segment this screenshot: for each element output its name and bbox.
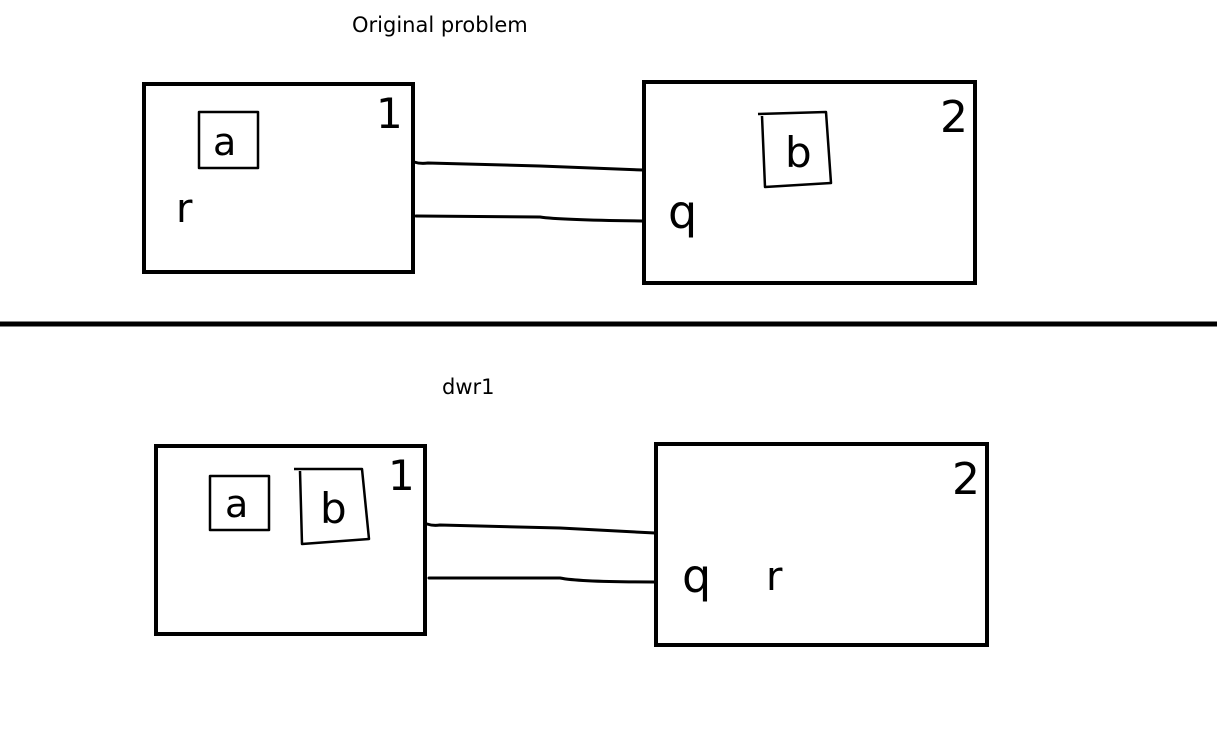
original-node-2-number: 2 — [940, 92, 968, 143]
dwr1-label-b: b — [320, 484, 347, 533]
dwr1-node-2: 2 q r — [654, 442, 989, 647]
section-original: Original problem 1 a r 2 b q — [142, 13, 977, 285]
original-inner-box-b — [757, 110, 833, 189]
original-node-2: 2 b q — [642, 80, 977, 285]
dwr1-node-2-box — [654, 442, 989, 647]
section-dwr1: dwr1 1 a b 2 q r — [154, 375, 989, 647]
dwr1-link-upper — [425, 522, 657, 535]
dwr1-inner-box-a — [208, 474, 271, 532]
original-inner-box-a — [197, 110, 260, 170]
original-node-2-box — [642, 80, 977, 285]
dwr1-link-lower — [427, 576, 656, 584]
dwr1-label-q: q — [682, 549, 711, 603]
caption-original: Original problem — [352, 13, 528, 37]
original-node-1-number: 1 — [376, 89, 403, 138]
dwr1-node-2-number: 2 — [952, 454, 980, 505]
original-node-1: 1 a r — [142, 82, 415, 274]
original-label-q: q — [668, 185, 697, 239]
dwr1-node-1-box — [154, 444, 427, 636]
original-link-lower — [414, 214, 644, 223]
original-node-1-box — [142, 82, 415, 274]
original-label-a: a — [213, 120, 236, 164]
original-label-b: b — [785, 128, 812, 177]
dwr1-inner-box-b — [294, 467, 371, 546]
dwr1-node-1-number: 1 — [388, 451, 415, 500]
dwr1-node-1: 1 a b — [154, 444, 427, 636]
original-link-upper — [412, 160, 645, 172]
dwr1-label-a: a — [225, 482, 248, 526]
caption-dwr1: dwr1 — [442, 375, 495, 399]
original-label-r: r — [176, 186, 193, 232]
dwr1-label-r: r — [766, 554, 783, 600]
